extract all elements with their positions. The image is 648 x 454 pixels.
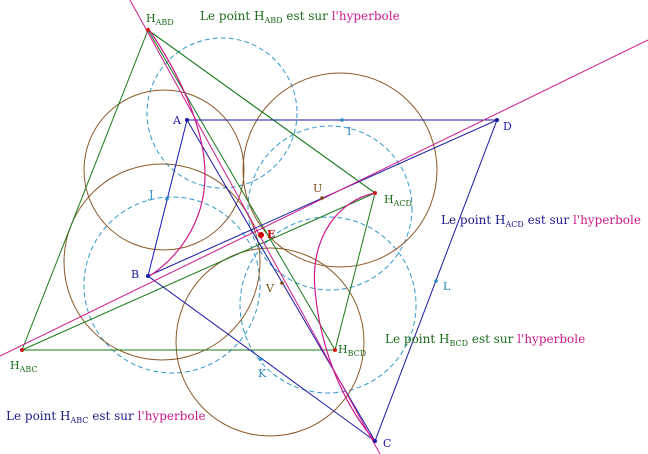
- point-d-marker: [495, 118, 499, 122]
- caption-h-bcd: Le point HBCD est sur l'hyperbole: [385, 332, 585, 348]
- caption-h-bcd-prefix: Le point: [385, 332, 439, 346]
- caption-h-abc-point: H: [60, 409, 70, 423]
- point-habc-marker: [20, 348, 24, 352]
- caption-h-abd-middle: est sur: [283, 9, 332, 23]
- brown-circle-1: [83, 89, 245, 251]
- caption-h-bcd-suffix: l'hyperbole: [517, 332, 585, 346]
- point-v-marker: [280, 281, 284, 285]
- caption-h-abc-suffix: l'hyperbole: [138, 409, 206, 423]
- brown-circle-4: [175, 247, 365, 437]
- label-point-j: J: [148, 188, 153, 201]
- caption-h-abc-middle: est sur: [88, 409, 137, 423]
- label-point-b: B: [131, 268, 139, 281]
- label-h-abc: HABC: [10, 359, 38, 374]
- label-point-l: L: [443, 280, 451, 293]
- point-b-marker: [146, 274, 150, 278]
- point-k-marker: [259, 357, 263, 361]
- label-h-abd-sub: ABD: [155, 18, 174, 27]
- label-h-bcd-main: H: [338, 343, 348, 356]
- label-h-bcd-sub: BCD: [348, 349, 367, 358]
- caption-h-abc-prefix: Le point: [6, 409, 60, 423]
- caption-h-acd-middle: est sur: [524, 213, 573, 227]
- label-h-abc-sub: ABC: [19, 365, 38, 374]
- label-point-i: I: [347, 125, 351, 138]
- label-point-c: C: [383, 437, 391, 450]
- caption-h-acd-point: H: [495, 213, 505, 227]
- magenta-line-2: [129, 0, 381, 454]
- green-diagonal-1: [147, 29, 336, 351]
- dashed-circle-2: [247, 125, 413, 291]
- caption-h-abd-suffix: l'hyperbole: [332, 9, 400, 23]
- green-diagonal-2: [21, 192, 376, 351]
- dashed-circle-4: [239, 216, 417, 394]
- caption-h-abd: Le point HABD est sur l'hyperbole: [200, 9, 400, 25]
- caption-h-bcd-middle: est sur: [468, 332, 517, 346]
- label-h-abd: HABD: [146, 12, 174, 27]
- label-point-u: U: [313, 182, 322, 195]
- magenta-line-1: [0, 39, 648, 357]
- point-l-marker: [434, 279, 438, 283]
- point-c-marker: [373, 439, 377, 443]
- label-point-v: V: [265, 282, 275, 295]
- label-point-k: K: [258, 367, 267, 380]
- dashed-circle-1: [146, 37, 298, 189]
- label-h-acd-sub: ACD: [393, 199, 412, 208]
- point-j-marker: [165, 197, 169, 201]
- label-h-bcd: HBCD: [338, 343, 366, 358]
- brown-circle-3: [63, 163, 261, 361]
- caption-h-bcd-sub: BCD: [449, 339, 468, 348]
- caption-h-acd-sub: ACD: [504, 220, 523, 229]
- caption-h-abd-prefix: Le point: [200, 9, 254, 23]
- caption-h-abc-sub: ABC: [69, 416, 88, 425]
- label-h-acd-main: H: [384, 193, 394, 206]
- hyperbola-branch-right: [313, 192, 376, 442]
- caption-h-bcd-point: H: [439, 332, 449, 346]
- hyperbola-branch-left: [147, 27, 206, 278]
- point-a-marker: [185, 118, 189, 122]
- caption-h-acd-prefix: Le point: [441, 213, 495, 227]
- point-e-marker: [258, 232, 264, 238]
- caption-h-acd-suffix: l'hyperbole: [573, 213, 641, 227]
- caption-h-abd-sub: ABD: [263, 16, 282, 25]
- brown-circle-2: [242, 72, 438, 268]
- caption-h-abd-point: H: [254, 9, 264, 23]
- caption-h-abc: Le point HABC est sur l'hyperbole: [6, 409, 206, 425]
- point-hacd-marker: [373, 191, 377, 195]
- dashed-circle-3: [83, 196, 261, 374]
- label-h-abc-main: H: [10, 359, 20, 372]
- label-h-acd: HACD: [384, 193, 412, 208]
- point-hbcd-marker: [333, 348, 337, 352]
- caption-h-acd: Le point HACD est sur l'hyperbole: [441, 213, 641, 229]
- label-h-abd-main: H: [146, 12, 156, 25]
- label-point-d: D: [503, 120, 512, 133]
- point-habd-marker: [146, 28, 150, 32]
- green-segment-1: [147, 29, 376, 194]
- point-i-marker: [340, 118, 344, 122]
- label-point-e: E: [267, 228, 275, 241]
- point-u-marker: [320, 196, 324, 200]
- label-point-a: A: [172, 114, 182, 127]
